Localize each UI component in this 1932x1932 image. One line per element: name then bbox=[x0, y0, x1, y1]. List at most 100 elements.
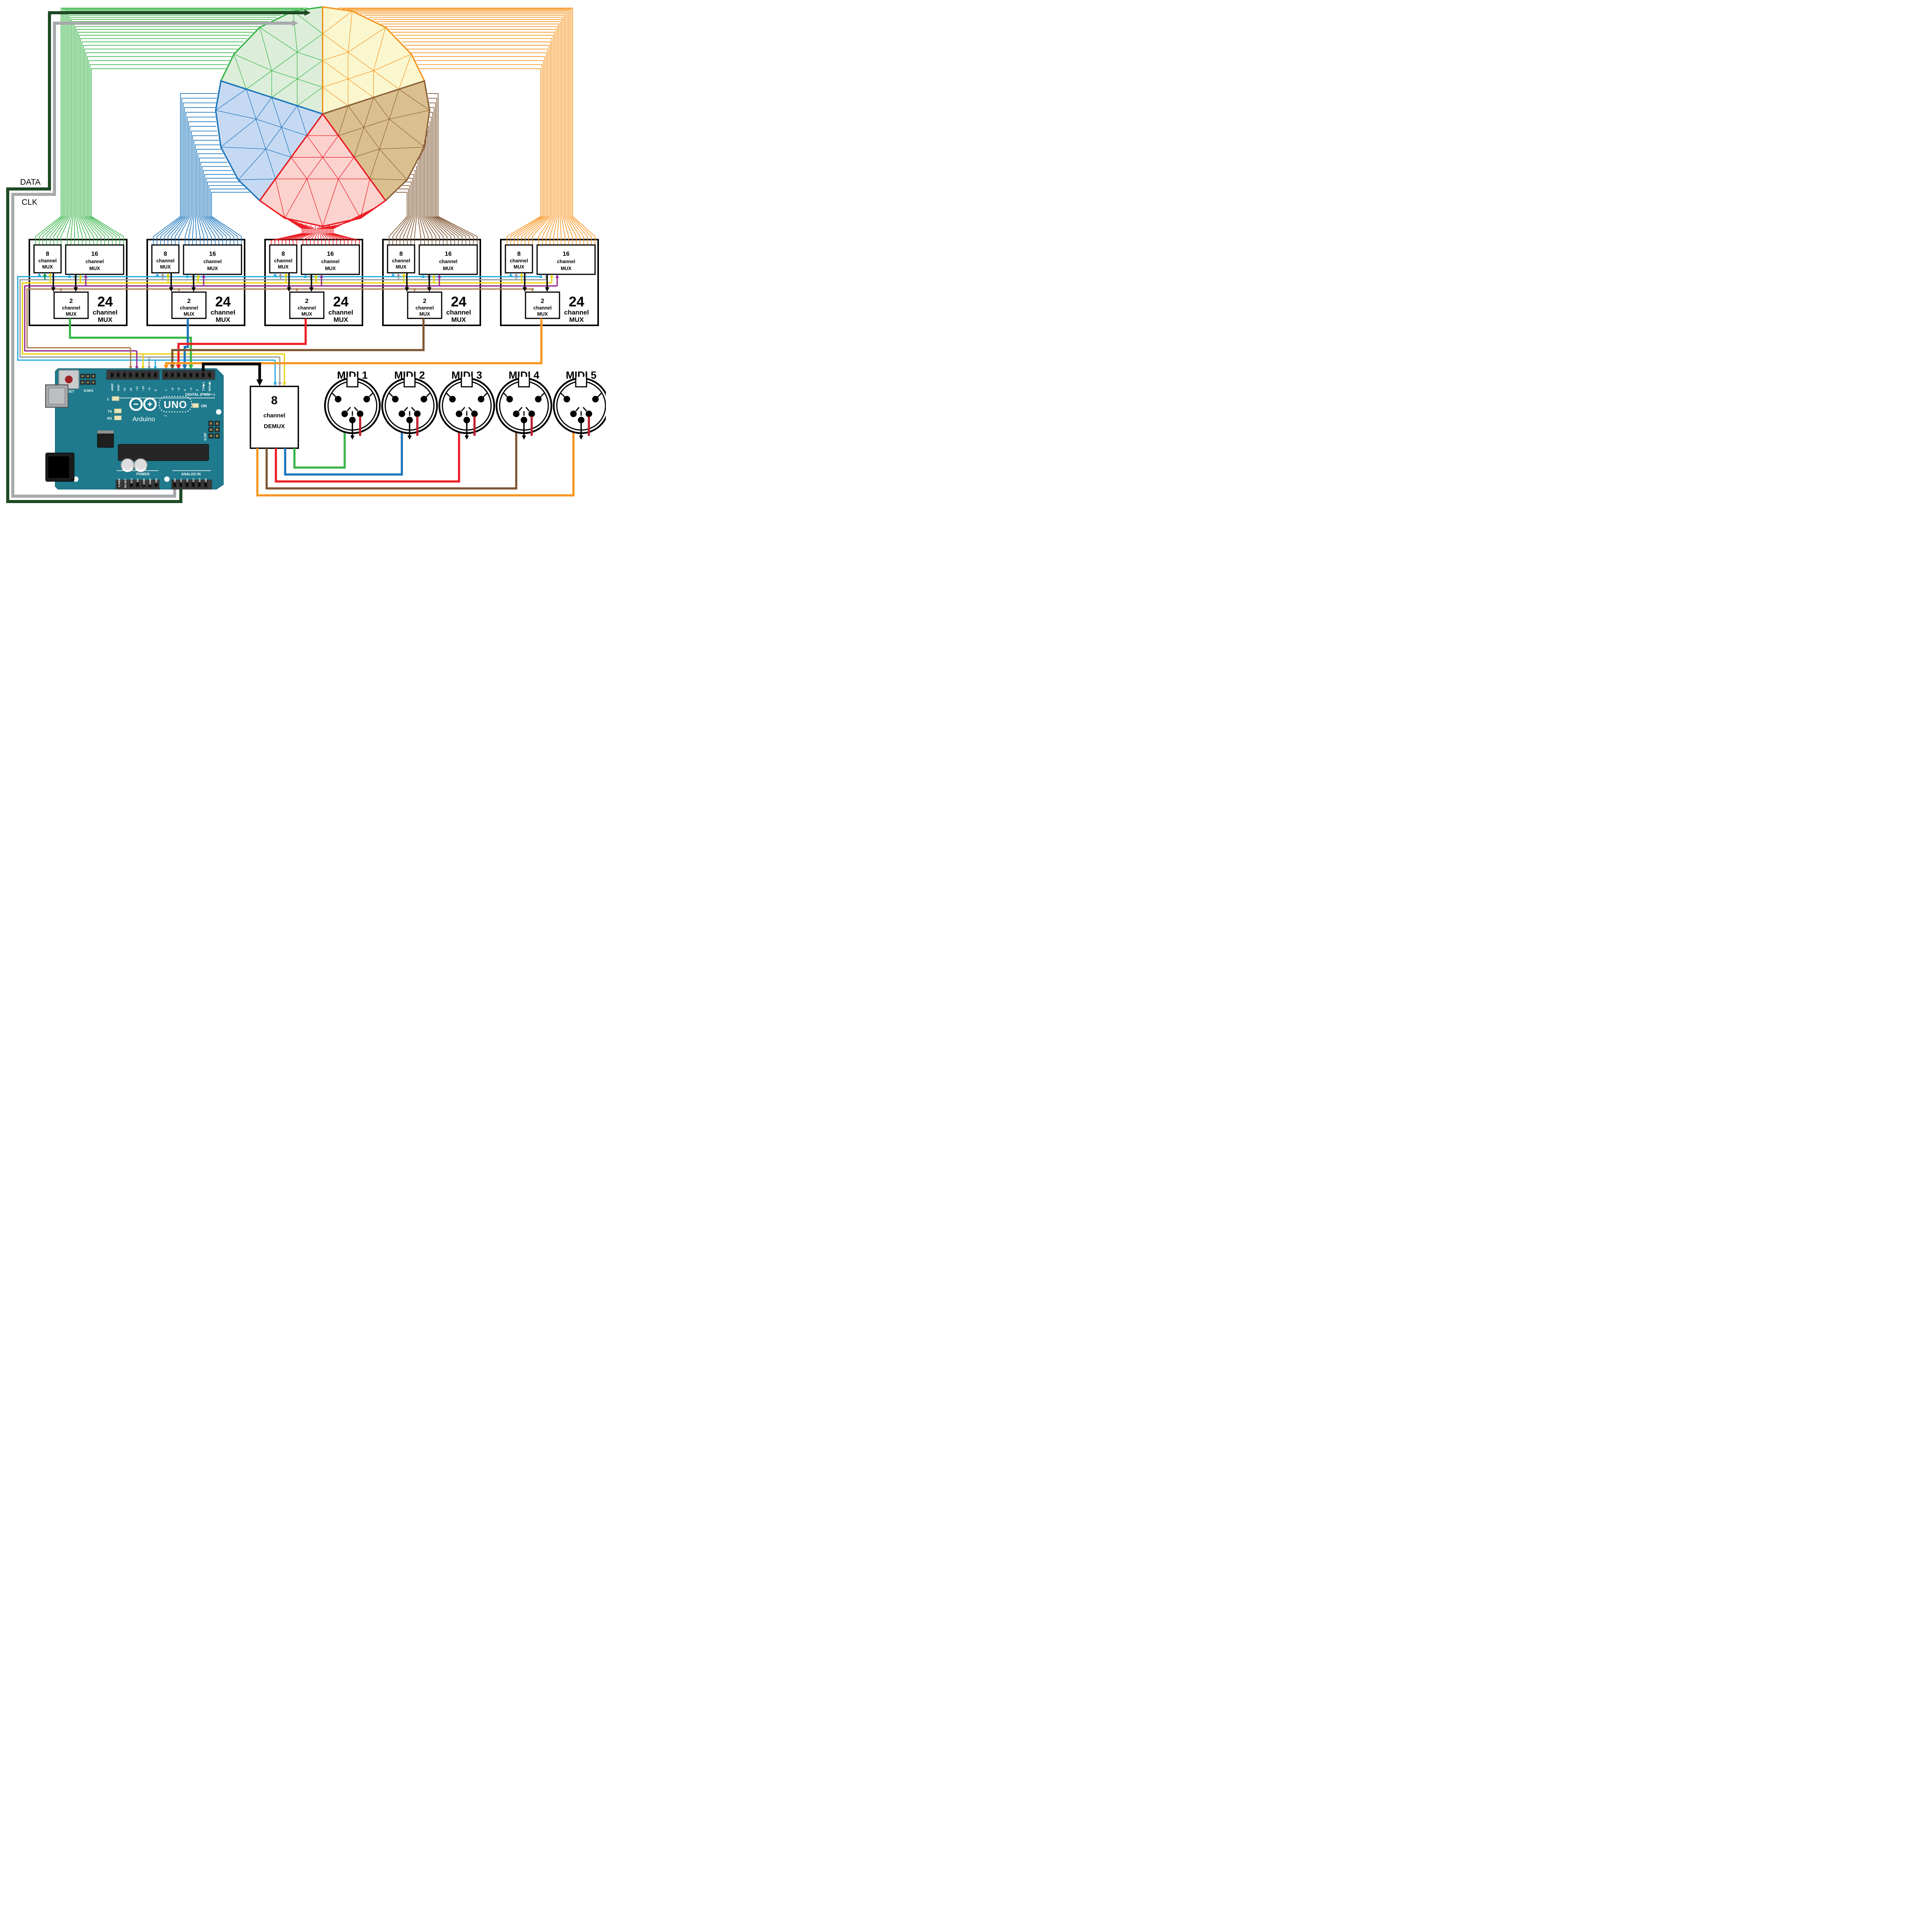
label: 2 bbox=[187, 298, 191, 304]
bundle-wire bbox=[407, 216, 414, 245]
pin-hole bbox=[165, 373, 167, 377]
midi-connector-2: MIDI 2 bbox=[381, 369, 438, 440]
pin-label-analog: A2 bbox=[185, 478, 189, 482]
mesh-line bbox=[259, 27, 298, 53]
mesh-line bbox=[297, 87, 323, 106]
midi-ground-arrow bbox=[464, 435, 469, 440]
bundle-wire bbox=[206, 216, 227, 245]
bundle-wire bbox=[557, 216, 559, 245]
mesh-line bbox=[306, 157, 323, 179]
midi-pin-tick bbox=[346, 406, 351, 412]
sel-arrow bbox=[320, 274, 323, 278]
pin-label-digital: ~5 bbox=[177, 388, 180, 391]
pin-arrow-9 bbox=[147, 366, 151, 370]
bundle-wire bbox=[427, 131, 429, 216]
bundle-wire bbox=[304, 224, 313, 233]
bundle-wire bbox=[83, 216, 102, 245]
data-arrow bbox=[304, 10, 311, 16]
midi-pin-tick bbox=[468, 406, 473, 412]
midi-pin bbox=[463, 417, 470, 423]
label: MUX bbox=[569, 316, 584, 323]
bundle-wire bbox=[429, 102, 436, 216]
midi-connector-4: MIDI 4 bbox=[495, 369, 553, 440]
bundle-wire bbox=[396, 216, 410, 245]
mesh-line bbox=[322, 60, 349, 79]
bundle-wire bbox=[405, 45, 549, 216]
label: 16 bbox=[209, 251, 216, 257]
sel-arrow bbox=[68, 274, 71, 278]
group-output-wires bbox=[69, 318, 543, 370]
bundle-wire bbox=[546, 216, 555, 245]
bundle-wire bbox=[560, 216, 562, 245]
midi-pin bbox=[528, 410, 535, 417]
label: 8 bbox=[517, 251, 521, 257]
sel-arrow bbox=[284, 273, 288, 276]
pin-arrow bbox=[182, 365, 187, 370]
pin-hole bbox=[149, 483, 151, 486]
mux8-box bbox=[151, 244, 180, 274]
demux-box bbox=[250, 386, 299, 449]
bundle-wire bbox=[411, 174, 414, 216]
pin-label-digital: ~3 bbox=[189, 388, 193, 391]
demux-output-brown bbox=[265, 422, 517, 490]
pin-hole bbox=[123, 373, 126, 377]
mesh-line bbox=[284, 179, 307, 218]
bundle-wire bbox=[528, 216, 549, 245]
logo-circle-minus bbox=[129, 397, 143, 411]
bundle-wire bbox=[351, 10, 569, 216]
label: 8 bbox=[282, 251, 285, 257]
bundle-wire bbox=[330, 212, 369, 233]
bundle-wire bbox=[49, 216, 67, 245]
midi-pin-tick bbox=[445, 392, 451, 398]
bundle-wire bbox=[199, 216, 208, 245]
bundle-wire bbox=[562, 216, 569, 245]
pin-hole bbox=[208, 373, 211, 377]
demux-output-red bbox=[275, 422, 460, 483]
midi-pin bbox=[363, 396, 370, 403]
bundle-wire bbox=[425, 135, 428, 216]
bundle-wire bbox=[183, 102, 216, 216]
bundle-wire bbox=[210, 189, 247, 216]
pin-label-digital: 12 bbox=[129, 388, 133, 391]
bundle-wire bbox=[422, 149, 424, 216]
mesh-line bbox=[348, 27, 386, 53]
demux-select-arrow-yellow bbox=[282, 382, 286, 386]
label: 8 bbox=[164, 251, 167, 257]
pin-arrow bbox=[170, 365, 175, 370]
mux-group-blue: 8channelMUX16channelMUX2channelMUX24chan… bbox=[151, 244, 242, 323]
mesh-line bbox=[265, 149, 276, 179]
bundle-wire bbox=[75, 216, 79, 245]
mux-group-red: 8channelMUX16channelMUX2channelMUX24chan… bbox=[269, 244, 360, 323]
label: channel bbox=[439, 259, 457, 264]
label: 8 bbox=[46, 251, 49, 257]
midi-pin bbox=[341, 410, 348, 417]
bundle-wire bbox=[70, 17, 277, 216]
label: 16 bbox=[327, 251, 334, 257]
sel-arrow bbox=[432, 274, 436, 278]
tm-label: TM bbox=[164, 415, 167, 417]
midi-pin bbox=[406, 417, 413, 423]
bundle-wire bbox=[568, 216, 584, 245]
bundle-wire bbox=[210, 216, 238, 245]
sel-arrow bbox=[514, 273, 518, 276]
midi-pin bbox=[578, 417, 585, 423]
label: channel bbox=[93, 309, 117, 316]
mesh-line bbox=[364, 127, 380, 150]
label: channel bbox=[203, 259, 221, 264]
bundle-wire bbox=[82, 41, 244, 216]
bundle-wire bbox=[427, 93, 439, 216]
bundle-wire bbox=[381, 24, 559, 216]
label: 24 bbox=[569, 294, 584, 310]
bundle-wire bbox=[187, 116, 216, 216]
dome-sector-red bbox=[260, 114, 386, 226]
mesh-line bbox=[293, 11, 298, 53]
label: MUX bbox=[333, 316, 348, 323]
bundle-wire bbox=[323, 233, 333, 245]
pin-label-power: VIN bbox=[155, 478, 158, 483]
bundle-wire bbox=[289, 233, 309, 245]
bundle-wire bbox=[384, 26, 558, 216]
uno-label: UNO bbox=[164, 399, 187, 410]
mux16-box bbox=[536, 244, 596, 275]
midi-connector-3: MIDI 3 bbox=[438, 369, 495, 440]
bundle-wire bbox=[42, 216, 64, 245]
